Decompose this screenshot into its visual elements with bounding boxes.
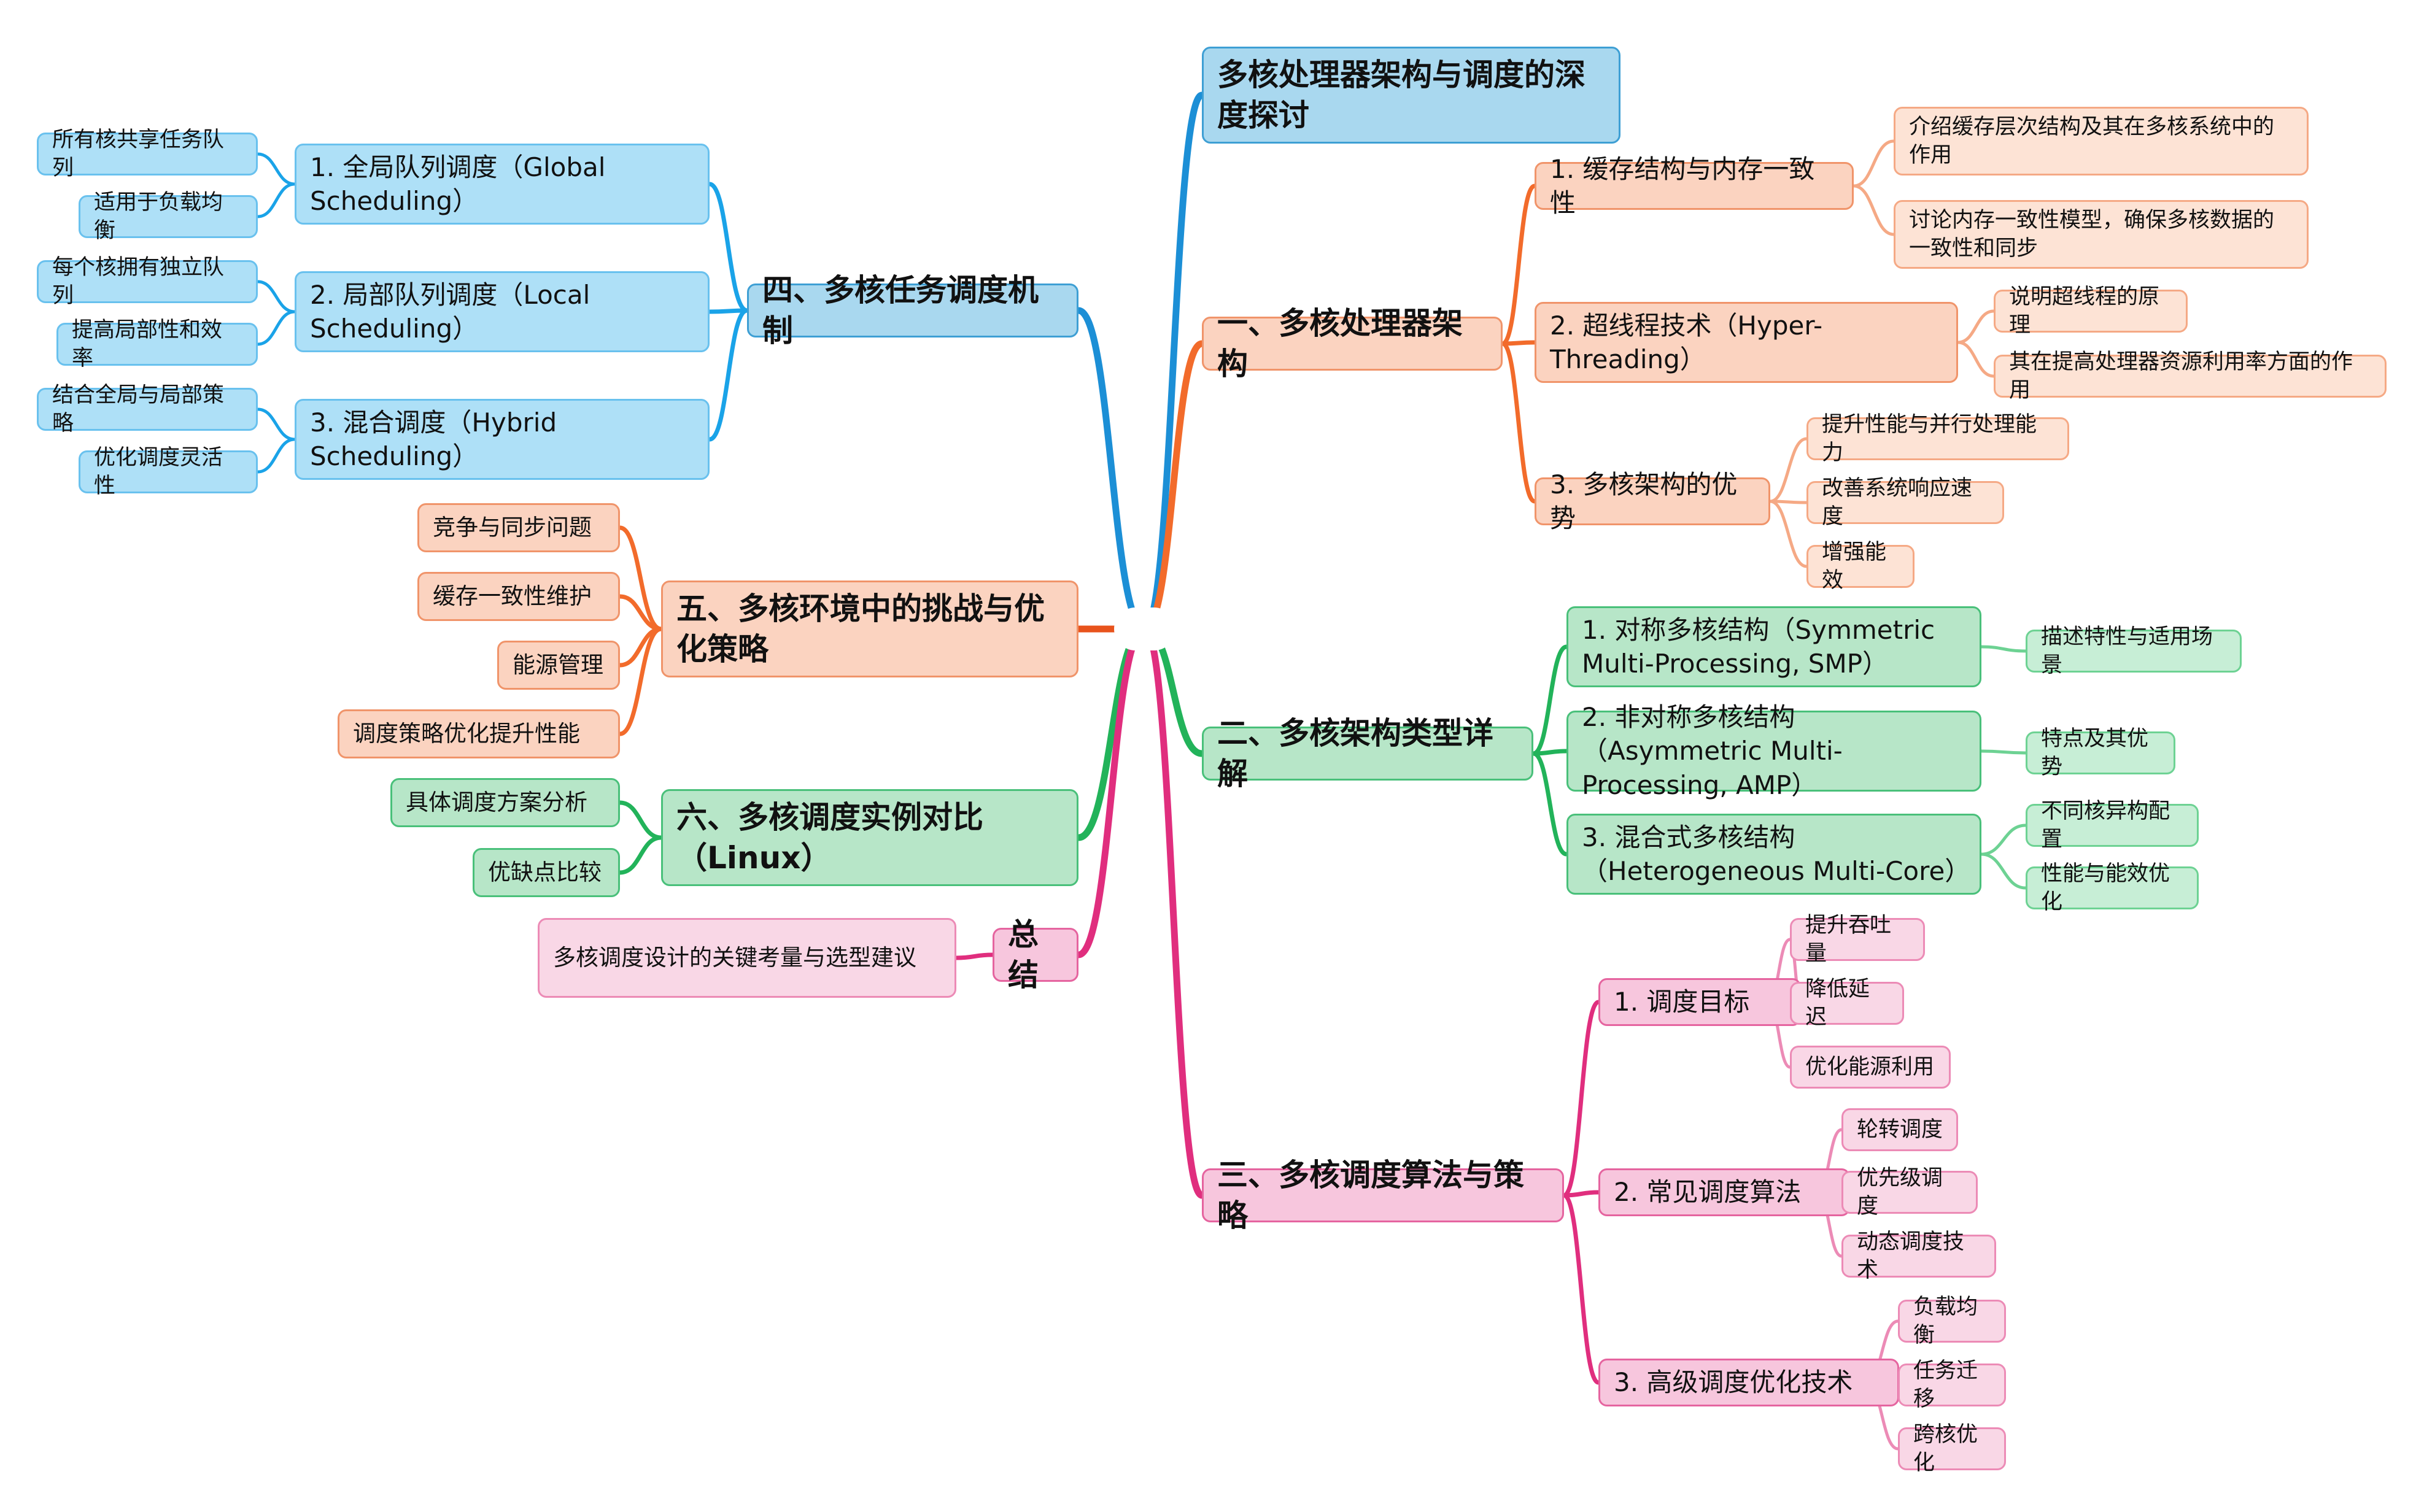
connector-b3-topic-1 [1562, 1000, 1601, 1198]
leaf-dynamic[interactable]: 动态调度技术 [1841, 1230, 1996, 1282]
connector-b4-leaf [256, 407, 296, 441]
leaf-memory-consistency[interactable]: 讨论内存一致性模型，确保多核数据的一致性和同步 [1894, 200, 2309, 269]
leaf-cache-hierarchy[interactable]: 介绍缓存层次结构及其在多核系统中的作用 [1894, 107, 2309, 176]
connector-b1-leaf [1768, 437, 1808, 503]
leaf-energy-management[interactable]: 能源管理 [497, 641, 620, 690]
central-hub [1114, 608, 1175, 650]
connector-b4-topic-3 [707, 308, 749, 442]
connector-b6-leaf [618, 800, 664, 840]
connector-summary [1075, 625, 1148, 958]
leaf-hetero-optimization[interactable]: 性能与能效优化 [2026, 862, 2199, 914]
leaf-ht-principle[interactable]: 说明超线程的原理 [1994, 285, 2188, 338]
leaf-flexibility[interactable]: 优化调度灵活性 [79, 446, 258, 498]
leaf-hetero-config[interactable]: 不同核异构配置 [2026, 799, 2199, 852]
leaf-scheme-analysis[interactable]: 具体调度方案分析 [390, 778, 620, 827]
connector-b2-leaf [1980, 645, 2027, 653]
connector-b2-topic-1 [1531, 644, 1569, 756]
topic-advanced-optimization[interactable]: 3. 高级调度优化技术 [1598, 1359, 1899, 1406]
topic-heterogeneous[interactable]: 3. 混合式多核结构（Heterogeneous Multi-Core） [1566, 814, 1981, 895]
topic-smp[interactable]: 1. 对称多核结构（Symmetric Multi-Processing, SM… [1566, 606, 1981, 687]
leaf-load-balancing[interactable]: 负载均衡 [1898, 1295, 2006, 1348]
leaf-energy-utilization[interactable]: 优化能源利用 [1790, 1046, 1951, 1089]
connector-b4-leaf [256, 310, 296, 346]
connector-b5-leaf [618, 525, 664, 631]
topic-local-scheduling[interactable]: 2. 局部队列调度（Local Scheduling） [295, 271, 710, 352]
connector-branch-4 [1075, 307, 1148, 633]
connector-b4-leaf [256, 438, 296, 474]
connector-b1-topic-1 [1500, 183, 1537, 346]
leaf-cross-core[interactable]: 跨核优化 [1898, 1422, 2006, 1475]
topic-amp[interactable]: 2. 非对称多核结构（Asymmetric Multi-Processing, … [1566, 702, 1981, 800]
topic-hyper-threading[interactable]: 2. 超线程技术（Hyper-Threading） [1535, 302, 1958, 383]
map-title[interactable]: 多核处理器架构与调度的深度探讨 [1202, 47, 1620, 144]
topic-scheduling-goals[interactable]: 1. 调度目标 [1598, 978, 1801, 1026]
connector-b6-leaf [618, 835, 664, 875]
connector-b4-leaf [256, 182, 296, 218]
connector-b1-leaf [1956, 341, 1996, 378]
connector-b4-topic-1 [707, 182, 749, 313]
branch-task-scheduling[interactable]: 四、多核任务调度机制 [747, 272, 1078, 349]
topic-cache-coherence[interactable]: 1. 缓存结构与内存一致性 [1535, 154, 1854, 218]
connector-b4-leaf [256, 280, 296, 314]
leaf-amp-features[interactable]: 特点及其优势 [2026, 727, 2175, 779]
leaf-smp-features[interactable]: 描述特性与适用场景 [2026, 625, 2242, 677]
topic-common-algorithms[interactable]: 2. 常见调度算法 [1598, 1168, 1850, 1216]
leaf-pros-cons[interactable]: 优缺点比较 [473, 848, 620, 897]
leaf-performance-parallel[interactable]: 提升性能与并行处理能力 [1806, 412, 2069, 465]
leaf-locality[interactable]: 提高局部性和效率 [56, 318, 258, 371]
connector-b1-leaf [1852, 139, 1895, 188]
leaf-global-load-balance[interactable]: 适用于负载均衡 [79, 190, 258, 243]
connector-title [1141, 91, 1206, 633]
leaf-priority[interactable]: 优先级调度 [1841, 1166, 1978, 1219]
leaf-global-local-mix[interactable]: 结合全局与局部策略 [37, 383, 258, 436]
connector-branch-3 [1141, 625, 1206, 1199]
connector-b5-leaf [618, 627, 664, 736]
leaf-strategy-optimization[interactable]: 调度策略优化提升性能 [338, 709, 620, 758]
connector-b1-topic-2 [1500, 340, 1537, 346]
leaf-private-queue[interactable]: 每个核拥有独立队列 [37, 255, 258, 308]
connector-b4-leaf [256, 152, 296, 186]
connector-b1-leaf [1852, 184, 1895, 236]
connector-b2-leaf [1980, 852, 2027, 890]
branch-summary[interactable]: 总结 [993, 917, 1078, 993]
leaf-responsiveness[interactable]: 改善系统响应速度 [1806, 476, 2004, 529]
topic-hybrid-scheduling[interactable]: 3. 混合调度（Hybrid Scheduling） [295, 399, 710, 480]
connector-b2-topic-3 [1531, 751, 1569, 857]
branch-multicore-types[interactable]: 二、多核架构类型详解 [1202, 716, 1533, 792]
connector-b2-leaf [1980, 749, 2027, 755]
leaf-round-robin[interactable]: 轮转调度 [1841, 1108, 1958, 1151]
connector-b2-topic-2 [1531, 749, 1569, 756]
connector-b1-topic-3 [1500, 341, 1537, 504]
connector-b3-topic-3 [1562, 1193, 1601, 1385]
branch-scheduling-algorithms[interactable]: 三、多核调度算法与策略 [1202, 1157, 1564, 1233]
connector-summary-leaf [954, 952, 995, 960]
leaf-throughput[interactable]: 提升吞吐量 [1790, 913, 1925, 966]
connector-b2-leaf [1980, 824, 2027, 856]
leaf-energy-efficiency[interactable]: 增强能效 [1806, 540, 1915, 593]
branch-linux-comparison[interactable]: 六、多核调度实例对比（Linux） [661, 789, 1078, 886]
topic-multicore-advantages[interactable]: 3. 多核架构的优势 [1535, 469, 1770, 533]
leaf-cache-coherence-maintenance[interactable]: 缓存一致性维护 [417, 572, 620, 621]
leaf-latency[interactable]: 降低延迟 [1790, 977, 1904, 1030]
branch-multicore-architecture[interactable]: 一、多核处理器架构 [1202, 306, 1503, 382]
leaf-contention-sync[interactable]: 竞争与同步问题 [417, 503, 620, 552]
leaf-task-migration[interactable]: 任务迁移 [1898, 1359, 2006, 1411]
connector-b1-leaf [1956, 309, 1996, 344]
leaf-summary-key-considerations[interactable]: 多核调度设计的关键考量与选型建议 [538, 918, 956, 998]
connector-b1-leaf [1768, 500, 1808, 568]
branch-challenges-optimization[interactable]: 五、多核环境中的挑战与优化策略 [661, 580, 1078, 677]
topic-global-scheduling[interactable]: 1. 全局队列调度（Global Scheduling） [295, 144, 710, 225]
leaf-ht-utilization[interactable]: 其在提高处理器资源利用率方面的作用 [1994, 350, 2387, 403]
leaf-shared-queue[interactable]: 所有核共享任务队列 [37, 128, 258, 180]
